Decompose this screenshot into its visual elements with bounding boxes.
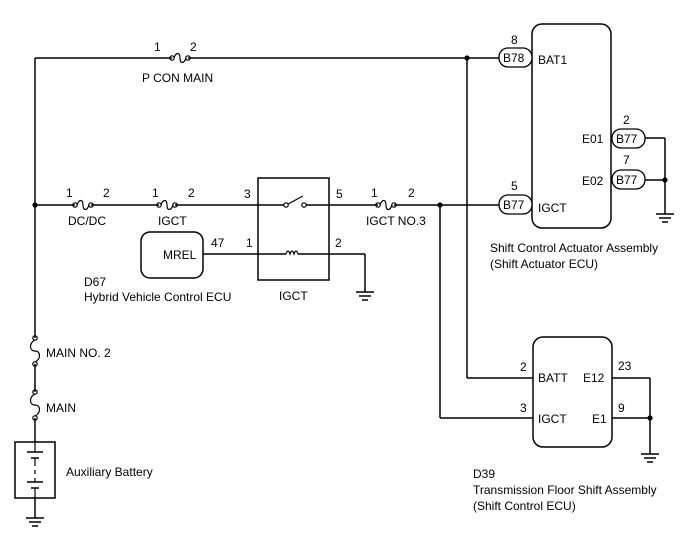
diagram-label: B77	[616, 132, 638, 146]
diagram-label: B77	[616, 173, 638, 187]
diagram-label: 5	[336, 187, 343, 201]
diagram-label: 2	[190, 40, 197, 54]
connector-b78: B78 8	[498, 33, 533, 68]
junction-dot	[437, 202, 443, 208]
ground-symbol	[26, 517, 44, 527]
fuse-igct-no3: 1 2 IGCT NO.3	[366, 186, 426, 228]
connector-b77-igct: B77 5	[498, 179, 533, 215]
diagram-label: 9	[618, 401, 625, 415]
diagram-label: 2	[335, 236, 342, 250]
junctions	[32, 55, 668, 421]
e1-terminal: E1	[592, 412, 607, 426]
diagram-label: 5	[511, 179, 518, 193]
igct-terminal: IGCT	[538, 201, 567, 215]
auxiliary-battery: Auxiliary Battery	[14, 441, 153, 499]
diagram-label: 2	[623, 113, 630, 127]
diagram-label: 2	[408, 186, 415, 200]
ecu-code: D39	[473, 467, 495, 481]
junction-dot	[32, 202, 38, 208]
diagram-label: 1	[152, 186, 159, 200]
fuse-label: P CON MAIN	[142, 71, 213, 85]
diagram-label: 7	[623, 153, 630, 167]
diagram-label: Shift Control Actuator Assembly	[490, 241, 658, 255]
diagram-label: 2	[188, 186, 195, 200]
diagram-label: (Shift Actuator ECU)	[490, 257, 598, 271]
diagram-label: B78	[503, 51, 525, 65]
e12-terminal: E12	[583, 371, 605, 385]
fuse-igct: 1 2 IGCT	[152, 186, 195, 228]
diagram-label: 1	[246, 236, 253, 250]
diagram-label: (Shift Control ECU)	[473, 499, 576, 513]
junction-dot	[647, 415, 653, 421]
diagram-label: 23	[618, 359, 632, 373]
diagram-label: B77	[503, 198, 525, 212]
mrel-terminal: MREL	[163, 248, 197, 262]
junction-dot	[464, 55, 470, 61]
fuse-label: MAIN NO. 2	[46, 346, 111, 360]
diagram-label: 3	[520, 401, 527, 415]
fuse-label: DC/DC	[68, 214, 106, 228]
battery-label: Auxiliary Battery	[66, 465, 153, 479]
relay-label: IGCT	[279, 289, 308, 303]
hybrid-vehicle-control-ecu: MREL 47 D67 Hybrid Vehicle Control ECU	[84, 231, 231, 304]
ecu-code: D67	[84, 275, 106, 289]
ground-symbol	[356, 291, 374, 301]
wires	[34, 57, 666, 518]
diagram-label: 1	[154, 40, 161, 54]
diagram-label: 47	[211, 236, 225, 250]
diagram-label: Transmission Floor Shift Assembly	[473, 483, 657, 497]
batt-terminal: BATT	[538, 371, 568, 385]
fuse-dcdc: 1 2 DC/DC	[66, 186, 110, 228]
fuse-p-con-main: 1 2 P CON MAIN	[142, 40, 213, 85]
ecu-name: Hybrid Vehicle Control ECU	[84, 290, 231, 304]
diagram-label: 3	[244, 187, 251, 201]
connector-b77-e01: B77 2	[611, 113, 646, 149]
diagram-label: 8	[511, 33, 518, 47]
transmission-floor-shift-assembly: BATT IGCT E12 E1 2 3 23 9 D39 Transmissi…	[473, 336, 657, 513]
shift-control-actuator-assembly: BAT1 IGCT E01 E02 Shift Control Actuator…	[490, 23, 658, 271]
diagram-label: 1	[371, 186, 378, 200]
fuse-label: IGCT	[158, 214, 187, 228]
igct-relay: 3 5 1 2 IGCT	[244, 177, 343, 303]
ground-symbol	[641, 453, 659, 463]
diagram-label: 1	[66, 186, 73, 200]
e02-terminal: E02	[582, 174, 604, 188]
igct-terminal: IGCT	[538, 412, 567, 426]
e01-terminal: E01	[582, 132, 604, 146]
bat1-terminal: BAT1	[538, 53, 567, 67]
ground-symbol	[656, 213, 674, 223]
fuse-label: IGCT NO.3	[366, 214, 426, 228]
diagram-label: 2	[103, 186, 110, 200]
fuse-label: MAIN	[46, 401, 76, 415]
fuse-main: MAIN	[29, 389, 76, 421]
fuse-main-no2: MAIN NO. 2	[29, 335, 111, 367]
junction-dot	[662, 177, 668, 183]
connector-b77-e02: B77 7	[611, 153, 646, 190]
diagram-label: 2	[520, 360, 527, 374]
